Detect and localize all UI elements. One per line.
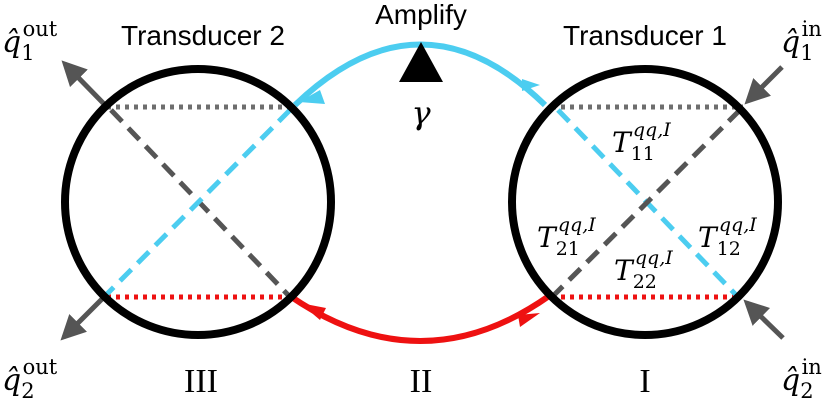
gamma-label: γ: [411, 94, 431, 132]
lower-red-arc: [288, 293, 551, 344]
lower-arc-arrow-right: [518, 313, 540, 327]
q1-in-label: q̂1in: [781, 17, 822, 65]
q2-out-label: q̂2out: [2, 355, 58, 403]
t2-blue-dashed-line: [102, 108, 292, 299]
q1-out-arrow: [61, 60, 109, 109]
t12-label: T12qq,I: [698, 214, 757, 260]
amplifier-triangle: [399, 42, 443, 82]
transducer-2-circle: [61, 65, 335, 339]
t1-gray-dashed-line: [550, 108, 742, 299]
region-iii-label: III: [184, 363, 218, 400]
q1-in-arrow: [744, 65, 784, 105]
transducer-2-label: Transducer 2: [121, 20, 285, 51]
q2-in-arrow: [743, 299, 785, 340]
lower-arc-arrow-left: [300, 303, 326, 320]
q2-in-label: q̂2in: [781, 355, 822, 403]
q2-out-arrow: [60, 295, 106, 341]
region-ii-label: II: [410, 363, 433, 400]
t22-label: T22qq,I: [614, 247, 673, 293]
t11-label: T11qq,I: [612, 119, 671, 165]
upper-arc-arrow-right: [522, 79, 540, 91]
transducer-1-circle: [508, 65, 782, 339]
q1-out-label: q̂1out: [2, 17, 58, 65]
amplify-label: Amplify: [375, 0, 467, 30]
transducer-1-label: Transducer 1: [563, 20, 727, 51]
region-i-label: I: [639, 363, 650, 400]
upper-arc-arrow-left: [299, 90, 325, 104]
t21-label: T21qq,I: [537, 214, 596, 260]
